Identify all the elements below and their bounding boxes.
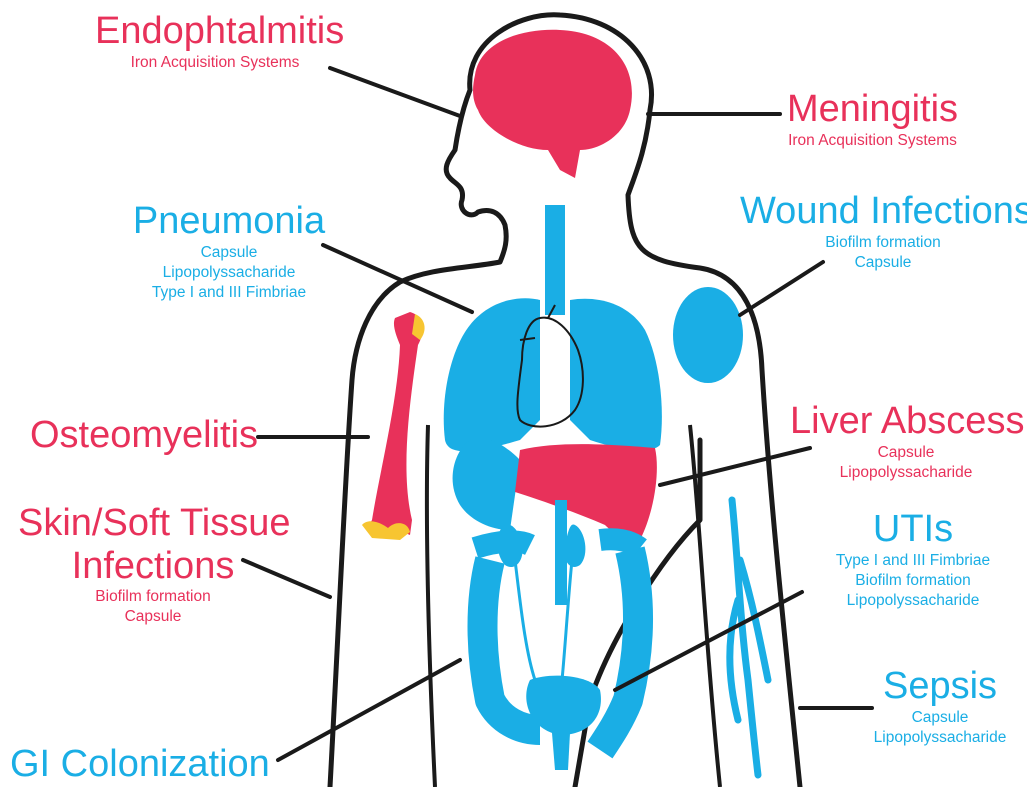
label-skin: Skin/Soft Tissue Infections Biofilm form… [18,502,288,627]
label-skin-title-line-1: Skin/Soft Tissue [18,502,288,545]
label-pneumonia-detail-2: Lipopolyssacharide [130,263,328,283]
left-lung [444,298,540,451]
label-utis-detail-2: Biofilm formation [818,571,1008,591]
label-utis: UTIs Type I and III Fimbriae Biofilm for… [818,508,1008,611]
label-sepsis: Sepsis Capsule Lipopolyssacharide [860,665,1020,748]
label-endophtalmitis: Endophtalmitis Iron Acquisition Systems [95,10,335,73]
label-liver-detail-2: Lipopolyssacharide [790,463,1022,483]
label-pneumonia-detail-3: Type I and III Fimbriae [130,283,328,303]
label-wound: Wound Infections Biofilm formation Capsu… [740,190,1026,273]
label-meningitis-title: Meningitis [775,88,970,131]
label-meningitis-detail-1: Iron Acquisition Systems [775,131,970,151]
label-osteomyelitis-title: Osteomyelitis [30,414,254,457]
label-skin-title-line-2: Infections [18,545,288,588]
label-liver-detail-1: Capsule [790,443,1022,463]
liver [515,444,657,541]
label-endophtalmitis-detail-1: Iron Acquisition Systems [95,53,335,73]
label-pneumonia: Pneumonia Capsule Lipopolyssacharide Typ… [130,200,328,303]
label-sepsis-detail-2: Lipopolyssacharide [860,728,1020,748]
label-pneumonia-detail-1: Capsule [130,243,328,263]
arm-veins [730,500,768,775]
right-arm-inner [690,425,720,787]
right-kidney [564,524,585,567]
label-wound-detail-1: Biofilm formation [740,233,1026,253]
leader-pneumonia [323,245,472,312]
label-utis-title: UTIs [818,508,1008,551]
label-liver-title: Liver Abscess [790,400,1022,443]
label-gi: GI Colonization [10,743,265,786]
leader-liver [660,448,810,485]
leader-endophtalmitis [330,68,460,116]
label-skin-detail-1: Biofilm formation [18,587,288,607]
label-sepsis-title: Sepsis [860,665,1020,708]
stomach [453,439,520,530]
brain [473,30,632,178]
label-endophtalmitis-title: Endophtalmitis [95,10,335,53]
wound-site [673,287,743,383]
label-osteomyelitis: Osteomyelitis [30,414,254,457]
label-utis-detail-3: Lipopolyssacharide [818,591,1008,611]
label-wound-title: Wound Infections [740,190,1026,233]
label-utis-detail-1: Type I and III Fimbriae [818,551,1008,571]
left-arm-inner [427,425,435,787]
label-meningitis: Meningitis Iron Acquisition Systems [775,88,970,151]
label-pneumonia-title: Pneumonia [130,200,328,243]
trachea [545,205,565,315]
label-skin-detail-2: Capsule [18,607,288,627]
label-sepsis-detail-1: Capsule [860,708,1020,728]
label-wound-detail-2: Capsule [740,253,1026,273]
label-gi-title: GI Colonization [10,743,265,786]
urethra [552,733,570,770]
spine-aorta [555,500,567,605]
label-liver: Liver Abscess Capsule Lipopolyssacharide [790,400,1022,483]
humerus-bone [368,312,422,536]
